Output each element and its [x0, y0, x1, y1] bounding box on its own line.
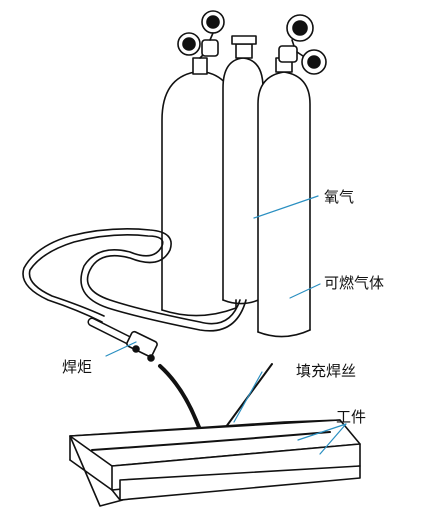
welding-torch: [87, 317, 211, 447]
gas-hoses: [22, 228, 247, 332]
regulator-left: [177, 10, 225, 59]
oxygen-label: 氧气: [324, 188, 355, 206]
regulator-right: [278, 14, 327, 75]
torch-label: 焊炬: [62, 358, 93, 376]
fuel-gas-cylinder: [257, 57, 311, 338]
leader-lines: [105, 195, 347, 455]
fuel-gas-label: 可燃气体: [324, 274, 385, 292]
workpiece: [69, 419, 361, 507]
filler-wire-label: 填充焊丝: [296, 362, 357, 380]
workpiece-label: 工件: [336, 408, 367, 426]
oxygen-cylinder: [222, 35, 264, 305]
